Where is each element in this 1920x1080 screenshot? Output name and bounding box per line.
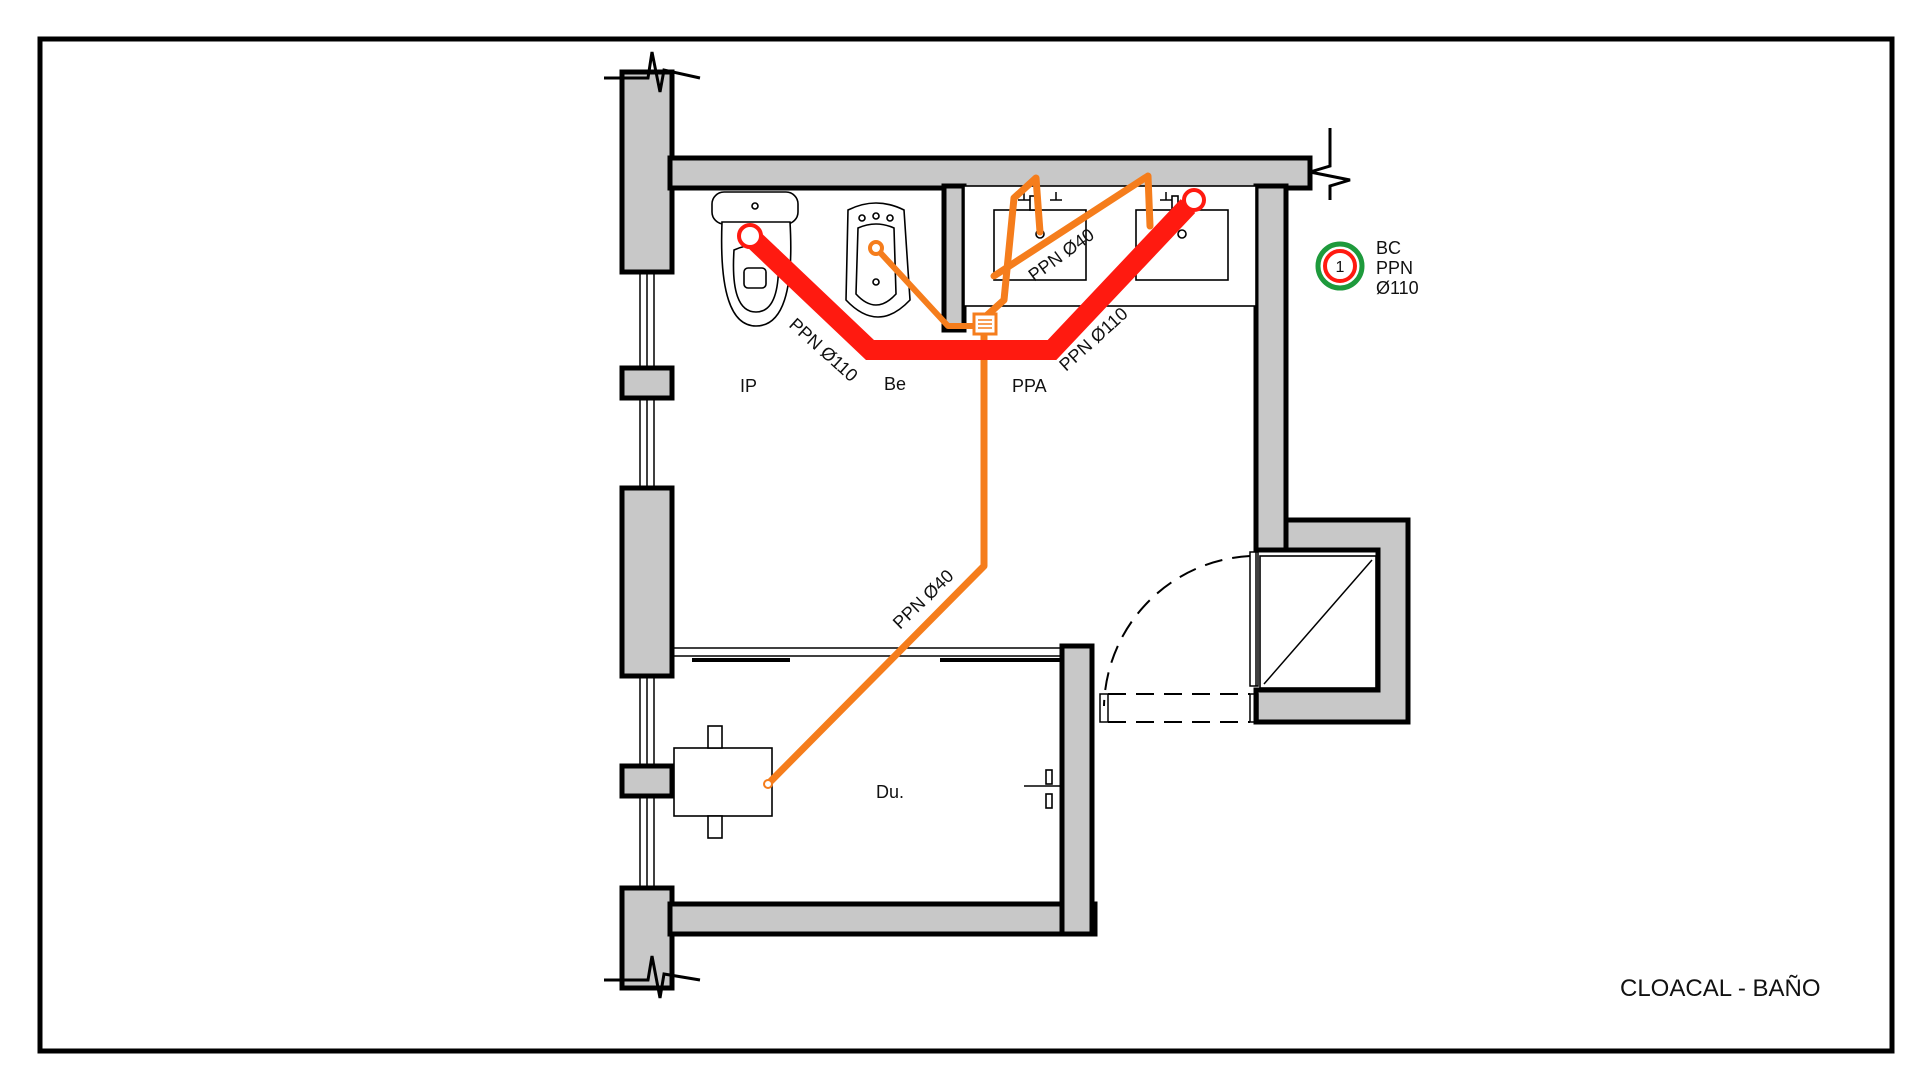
pipe-sink-left	[980, 174, 1044, 322]
legend-line-1: BC	[1376, 238, 1401, 258]
storage-cabinet	[1259, 555, 1377, 689]
room-label-shower: Du.	[876, 782, 904, 802]
shower-drain-point	[763, 779, 773, 789]
bidet-fixture	[845, 202, 911, 318]
wall-left-upper	[619, 69, 675, 275]
wall-right-alcove	[1253, 517, 1411, 725]
legend-line-2: PPN	[1376, 258, 1413, 278]
wall-left-pier-2	[619, 485, 675, 679]
wall-shower-right	[1059, 643, 1095, 937]
legend-line-3: Ø110	[1376, 278, 1419, 298]
room-label-sink: PPA	[1012, 376, 1047, 396]
room-label-bidet: Be	[884, 374, 906, 394]
drawing-title: CLOACAL - BAÑO	[1620, 975, 1821, 1002]
wall-right-upper	[1253, 183, 1289, 553]
room-label-toilet: IP	[740, 376, 757, 396]
wall-left-lower	[619, 885, 675, 991]
wall-top	[667, 155, 1313, 191]
windows	[639, 271, 655, 889]
secondary-pipes-ppn40	[763, 172, 1154, 789]
shower-fixtures	[673, 725, 1062, 839]
sink-drain-circle	[1182, 188, 1206, 212]
wall-left-pier-1	[619, 365, 675, 401]
floor-drain-ppa	[972, 312, 998, 336]
legend-number: 1	[1336, 259, 1345, 276]
legend-ring-inner	[1323, 249, 1357, 283]
sheet-frame	[37, 36, 1895, 1054]
door	[1099, 551, 1259, 723]
pipe-main-drain	[743, 199, 1196, 360]
wall-partition	[941, 183, 967, 333]
shower-divider	[671, 647, 1063, 662]
wall-left-pier-3	[619, 763, 675, 799]
legend: 1 BC PPN Ø110	[1315, 238, 1419, 298]
toilet-drain-circle	[737, 223, 763, 249]
walls	[619, 69, 1411, 991]
pipe-bidet-drain	[873, 245, 987, 329]
pipe-sink-right	[990, 172, 1154, 280]
wall-bottom	[667, 901, 1098, 937]
pipe-shower-drain	[764, 326, 988, 788]
wall-break-symbols	[604, 51, 1351, 999]
main-pipe-ppn110	[737, 188, 1206, 360]
bidet-drain-marker	[868, 240, 884, 256]
